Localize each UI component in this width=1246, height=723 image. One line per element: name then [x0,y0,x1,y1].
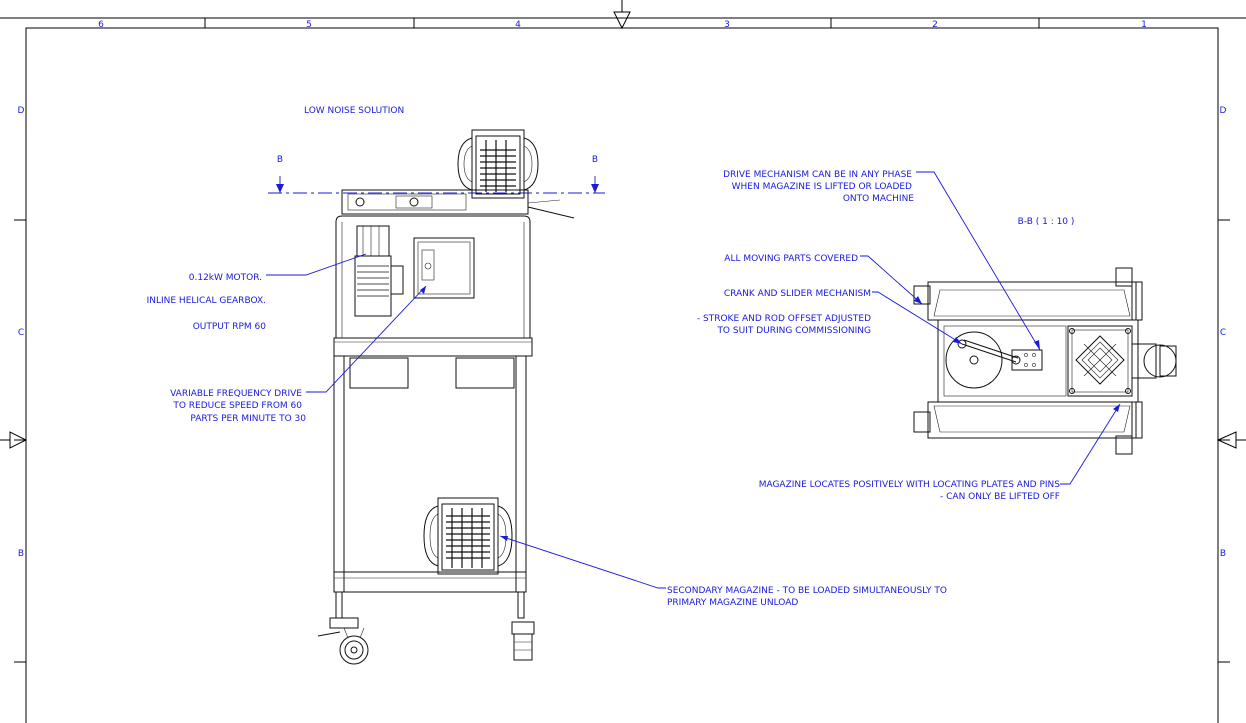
zone-label: D [1220,106,1227,116]
note-drive-line-3: ONTO MACHINE [843,194,914,204]
front-view-machine [268,129,605,665]
zone-label: 1 [1141,20,1147,30]
section-marker-left: B [277,155,283,165]
leader-lines [266,171,1121,589]
zone-label: 2 [932,20,938,30]
secondary-magazine [423,497,513,575]
section-view-bb [913,267,1177,455]
zone-labels-top: 6 5 4 3 2 1 [98,20,1147,30]
annotations: LOW NOISE SOLUTION B B 0.12kW MOTOR. INL… [147,106,1075,608]
zone-label: C [1220,328,1226,338]
note-gearbox: INLINE HELICAL GEARBOX. [147,296,266,306]
note-low-noise: LOW NOISE SOLUTION [304,106,404,116]
note-vfd-line-1: VARIABLE FREQUENCY DRIVE [170,389,302,399]
zone-label: 4 [515,20,521,30]
note-moving-parts: ALL MOVING PARTS COVERED [724,254,858,264]
zone-label: 5 [306,20,312,30]
note-magazine-line-1: MAGAZINE LOCATES POSITIVELY WITH LOCATIN… [759,480,1061,490]
note-drive-line-2: WHEN MAGAZINE IS LIFTED OR LOADED [732,182,912,192]
zone-labels-right: D C B [1220,106,1227,559]
zone-label: 3 [724,20,730,30]
note-stroke-line-1: - STROKE AND ROD OFFSET ADJUSTED [697,314,871,324]
zone-label: D [18,106,25,116]
note-secondary-line-2: PRIMARY MAGAZINE UNLOAD [667,598,798,608]
zone-label: B [1220,549,1226,559]
note-secondary-line-1: SECONDARY MAGAZINE - TO BE LOADED SIMULT… [667,586,947,596]
note-crank: CRANK AND SLIDER MECHANISM [724,289,871,299]
section-marker-right: B [592,155,598,165]
zone-label: 6 [98,20,104,30]
note-vfd-line-2: TO REDUCE SPEED FROM 60 [172,401,302,411]
note-motor: 0.12kW MOTOR. [189,273,262,283]
primary-magazine [457,129,539,199]
zone-label: B [18,549,24,559]
note-rpm: OUTPUT RPM 60 [193,322,267,332]
upper-cabinet [333,215,533,357]
zone-labels-left: D C B [18,106,25,559]
note-stroke-line-2: TO SUIT DURING COMMISSIONING [716,326,871,336]
section-view-label: B-B ( 1 : 10 ) [1018,217,1075,227]
zone-label: C [18,328,24,338]
note-drive-line-1: DRIVE MECHANISM CAN BE IN ANY PHASE [723,170,912,180]
lower-frame [317,355,535,665]
note-vfd-line-3: PARTS PER MINUTE TO 30 [190,414,306,424]
note-magazine-line-2: - CAN ONLY BE LIFTED OFF [940,492,1060,502]
